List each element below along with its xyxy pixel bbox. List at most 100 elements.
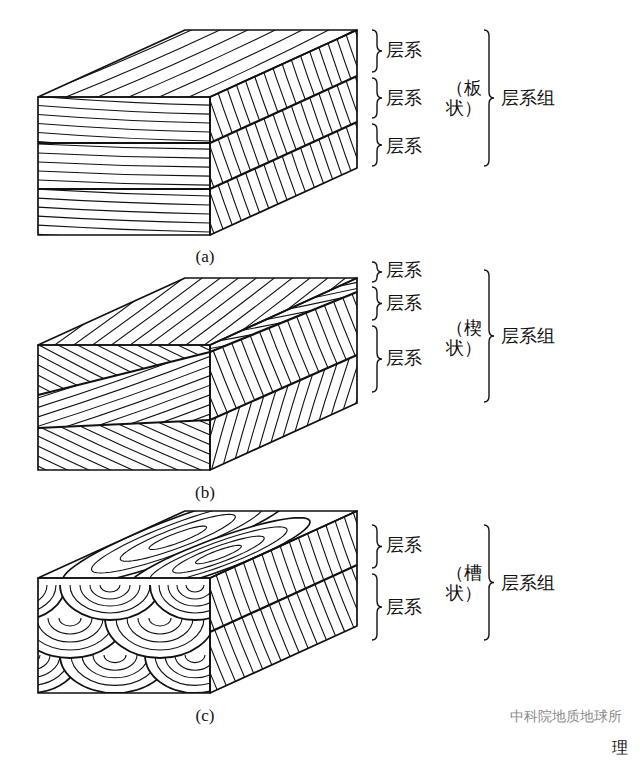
lamina-line bbox=[16, 77, 236, 88]
lamina-line bbox=[304, 305, 379, 554]
bracket bbox=[372, 30, 382, 72]
lamina-line bbox=[253, 455, 332, 682]
lamina-line bbox=[16, 98, 236, 105]
trough-fill bbox=[0, 585, 65, 620]
panel-label: (c) bbox=[196, 706, 215, 726]
trough-fill bbox=[60, 585, 160, 620]
lamina-line bbox=[72, 57, 381, 198]
lamina-line bbox=[195, 393, 411, 436]
lamina-line bbox=[0, 0, 292, 1]
lamina-line bbox=[17, 143, 237, 152]
lamina-line bbox=[278, 0, 364, 242]
trough-top-lamina bbox=[196, 545, 242, 563]
stray-glyph: 理 bbox=[612, 738, 628, 757]
lamina-line bbox=[0, 383, 192, 490]
lamina-line bbox=[241, 56, 327, 301]
lamina-line bbox=[185, 655, 205, 663]
lamina-line bbox=[265, 293, 340, 542]
lamina-group bbox=[0, 233, 287, 557]
lamina-line bbox=[193, 72, 279, 317]
lamina-line bbox=[235, 234, 332, 475]
lamina-line bbox=[17, 62, 237, 69]
lamina-line bbox=[203, 0, 289, 222]
lamina-line bbox=[52, 13, 361, 154]
type-label: （板状） bbox=[446, 78, 464, 118]
lamina-line bbox=[304, 492, 393, 715]
bracket bbox=[372, 124, 382, 166]
coset-label: 层系组 bbox=[501, 87, 555, 109]
lamina-line bbox=[116, 618, 204, 650]
type-label: （槽状） bbox=[446, 563, 464, 603]
lamina-line bbox=[19, 14, 239, 25]
trough-top-lamina bbox=[173, 536, 265, 573]
lamina-line bbox=[38, 346, 257, 444]
lamina-group bbox=[115, 186, 453, 524]
lamina-line bbox=[16, 152, 236, 161]
set-label: 层系 bbox=[386, 347, 422, 369]
lamina-line bbox=[154, 187, 370, 230]
lamina-line bbox=[82, 655, 148, 678]
lamina-line bbox=[263, 452, 342, 679]
lamina-group bbox=[118, 13, 449, 344]
lamina-line bbox=[15, 395, 260, 481]
lamina-line bbox=[307, 33, 393, 278]
lamina-line bbox=[282, 215, 379, 456]
lamina-line bbox=[282, 445, 361, 672]
block-face-outline bbox=[210, 278, 357, 470]
lamina-line bbox=[15, 188, 235, 197]
block-face-outline bbox=[210, 30, 357, 235]
lamina-line bbox=[15, 134, 235, 141]
lamina-line bbox=[107, 133, 416, 274]
set-boundary bbox=[38, 420, 210, 428]
lamina-line bbox=[363, 0, 449, 166]
lamina-line bbox=[22, 0, 331, 89]
lamina-line bbox=[127, 95, 213, 340]
lamina-line bbox=[20, 655, 40, 663]
lamina-line bbox=[155, 193, 371, 236]
lamina-line bbox=[352, 319, 427, 568]
lamina-line bbox=[246, 287, 321, 536]
lamina-line bbox=[357, 419, 436, 646]
lamina-line bbox=[21, 411, 266, 497]
lamina-line bbox=[184, 0, 270, 229]
lamina-line bbox=[42, 0, 351, 132]
lamina-line bbox=[225, 465, 304, 692]
lamina-line bbox=[15, 125, 235, 132]
block-face-outline bbox=[38, 97, 210, 235]
lamina-line bbox=[161, 223, 377, 266]
lamina-line bbox=[14, 311, 229, 418]
lamina-line bbox=[159, 585, 231, 613]
lamina-line bbox=[222, 62, 308, 307]
lamina-line bbox=[0, 276, 219, 362]
lamina-line bbox=[291, 212, 388, 453]
lamina-line bbox=[356, 186, 453, 427]
lamina-line bbox=[288, 0, 374, 239]
block-face-outline bbox=[38, 511, 357, 578]
lamina-line bbox=[216, 468, 295, 695]
lamina-line bbox=[142, 271, 239, 512]
lamina-line bbox=[62, 35, 371, 176]
lamina-line bbox=[361, 322, 436, 571]
lamina-line bbox=[14, 215, 234, 224]
lamina-line bbox=[363, 13, 449, 258]
lamina-line bbox=[155, 655, 235, 685]
lamina-line bbox=[11, 585, 29, 592]
lamina-line bbox=[156, 40, 242, 285]
lamina-line bbox=[15, 197, 235, 206]
lamina-line bbox=[92, 100, 401, 241]
lamina-line bbox=[244, 458, 323, 685]
lamina-line bbox=[0, 399, 184, 506]
lamina-line bbox=[17, 125, 237, 134]
lamina-line bbox=[275, 296, 350, 545]
lamina-line bbox=[288, 39, 374, 284]
lamina-line bbox=[0, 118, 265, 322]
lamina-line bbox=[184, 76, 270, 321]
set-label: 层系 bbox=[386, 259, 422, 281]
trough-scour bbox=[145, 655, 245, 693]
trough-scour bbox=[150, 585, 240, 620]
lamina-line bbox=[151, 329, 423, 533]
trough-fill bbox=[105, 618, 215, 658]
lamina-line bbox=[259, 3, 345, 248]
lamina-line bbox=[0, 359, 204, 466]
